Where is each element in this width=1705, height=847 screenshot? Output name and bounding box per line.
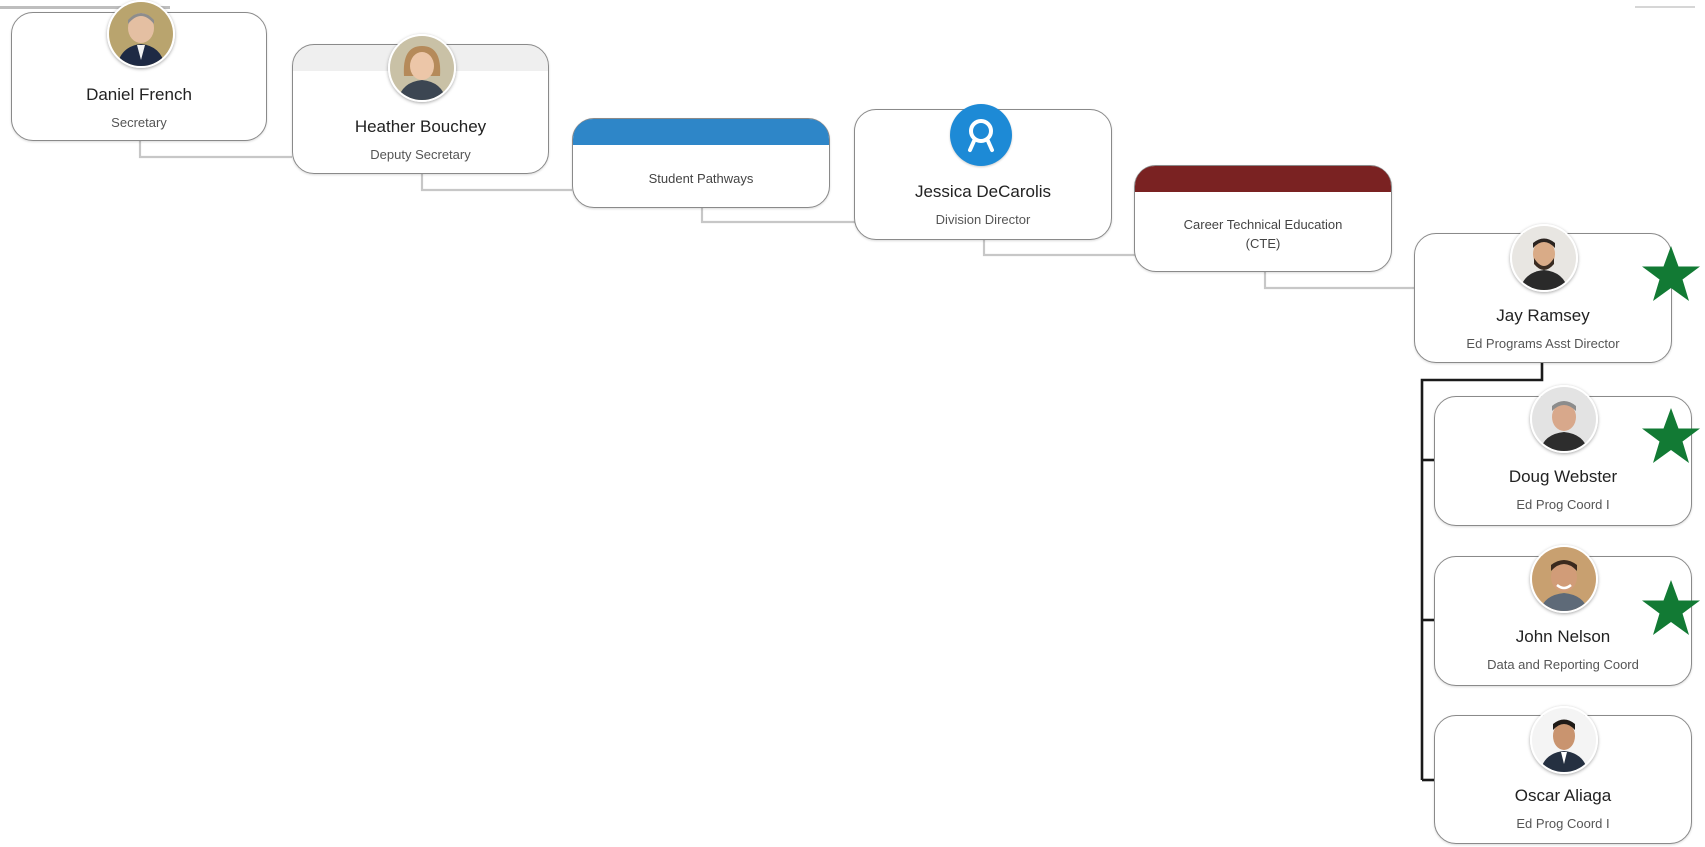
org-node-cte[interactable]: Career Technical Education (CTE) xyxy=(1134,165,1392,272)
avatar-daniel-french xyxy=(107,0,175,68)
person-name: Daniel French xyxy=(86,85,192,104)
avatar-doug-webster xyxy=(1530,385,1598,453)
person-name: Doug Webster xyxy=(1508,467,1618,486)
unit-label: Student Pathways xyxy=(648,171,754,186)
person-name: Heather Bouchey xyxy=(354,117,487,136)
org-node-student-pathways[interactable]: Student Pathways xyxy=(572,118,830,208)
unit-color-band xyxy=(573,119,829,145)
org-node-daniel-french[interactable]: Daniel French Secretary xyxy=(11,12,267,141)
avatar-jay-ramsey xyxy=(1510,224,1578,292)
avatar-oscar-aliaga xyxy=(1530,706,1598,774)
avatar-heather-bouchey xyxy=(388,34,456,102)
avatar-john-nelson xyxy=(1530,545,1598,613)
person-title: Secretary xyxy=(111,115,167,130)
star-icon xyxy=(1642,580,1700,635)
person-title: Ed Programs Asst Director xyxy=(1466,336,1620,351)
star-icon xyxy=(1642,408,1700,463)
org-node-jay-ramsey[interactable]: Jay Ramsey Ed Programs Asst Director xyxy=(1414,233,1672,363)
person-name: Jessica DeCarolis xyxy=(914,182,1052,201)
cropped-header-text xyxy=(0,0,170,9)
connector-jay-trunk xyxy=(1420,358,1544,780)
person-title: Data and Reporting Coord xyxy=(1487,657,1639,672)
person-title: Ed Prog Coord I xyxy=(1516,497,1610,512)
person-name: Jay Ramsey xyxy=(1496,306,1590,325)
star-icon xyxy=(1642,246,1700,301)
person-title: Division Director xyxy=(935,212,1031,227)
branch-connectors xyxy=(1420,358,1544,782)
person-name: Oscar Aliaga xyxy=(1514,786,1612,805)
person-name: John Nelson xyxy=(1515,627,1611,646)
cropped-logo xyxy=(1635,0,1695,8)
search-icon xyxy=(950,104,1012,166)
person-title: Ed Prog Coord I xyxy=(1516,816,1610,831)
unit-color-band xyxy=(1135,166,1391,192)
person-title: Deputy Secretary xyxy=(370,147,471,162)
unit-label: Career Technical Education (CTE) xyxy=(1183,217,1343,251)
